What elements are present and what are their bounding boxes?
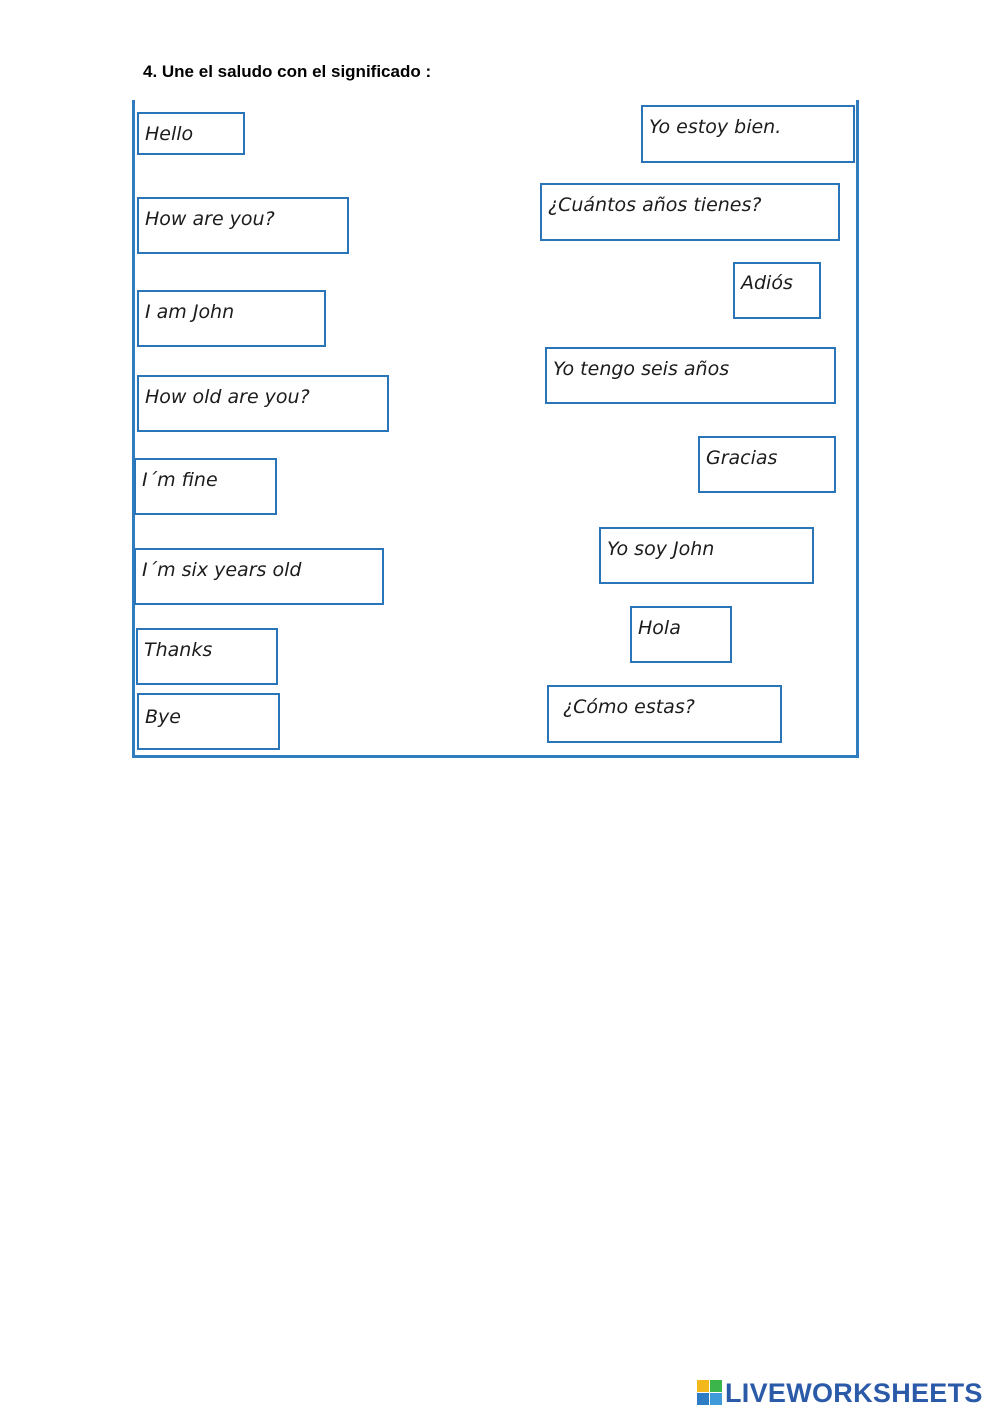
english-card-label: Hello [145, 123, 194, 145]
spanish-card-label: ¿Cuántos años tienes? [548, 194, 762, 216]
english-card-thanks[interactable]: Thanks [136, 628, 278, 685]
english-card-label: Thanks [144, 639, 213, 661]
spanish-card-label: Yo estoy bien. [649, 116, 782, 138]
spanish-card-label: Hola [638, 617, 681, 639]
english-card-how-are-you[interactable]: How are you? [137, 197, 349, 254]
spanish-card-hola[interactable]: Hola [630, 606, 732, 663]
spanish-card-label: Yo tengo seis años [553, 358, 730, 380]
english-card-bye[interactable]: Bye [137, 693, 280, 750]
spanish-card-label: Gracias [706, 447, 778, 469]
spanish-card-cuantos-anos-tienes[interactable]: ¿Cuántos años tienes? [540, 183, 840, 241]
exercise-frame [132, 100, 859, 758]
english-card-label: I´m six years old [142, 559, 302, 581]
spanish-card-label: ¿Cómo estas? [563, 696, 695, 718]
english-card-label: How are you? [145, 208, 275, 230]
english-card-hello[interactable]: Hello [137, 112, 245, 155]
english-card-label: How old are you? [145, 386, 310, 408]
liveworksheets-logo-icon [697, 1380, 723, 1406]
liveworksheets-logo[interactable]: LIVEWORKSHEETS [697, 1378, 983, 1408]
english-card-label: I am John [145, 301, 235, 323]
spanish-card-adios[interactable]: Adiós [733, 262, 821, 319]
english-card-label: Bye [145, 706, 181, 728]
logo-text: LIVEWORKSHEETS [725, 1377, 983, 1408]
english-card-label: I´m fine [142, 469, 218, 491]
english-card-how-old-are-you[interactable]: How old are you? [137, 375, 389, 432]
spanish-card-label: Yo soy John [607, 538, 715, 560]
exercise-instruction: 4. Une el saludo con el significado : [143, 62, 432, 81]
spanish-card-gracias[interactable]: Gracias [698, 436, 836, 493]
english-card-im-six-years-old[interactable]: I´m six years old [134, 548, 384, 605]
spanish-card-yo-soy-john[interactable]: Yo soy John [599, 527, 814, 584]
spanish-card-yo-estoy-bien[interactable]: Yo estoy bien. [641, 105, 855, 163]
spanish-card-label: Adiós [741, 272, 793, 294]
spanish-card-como-estas[interactable]: ¿Cómo estas? [547, 685, 782, 743]
english-card-i-am-john[interactable]: I am John [137, 290, 326, 347]
english-card-im-fine[interactable]: I´m fine [134, 458, 277, 515]
spanish-card-yo-tengo-seis-anos[interactable]: Yo tengo seis años [545, 347, 836, 404]
